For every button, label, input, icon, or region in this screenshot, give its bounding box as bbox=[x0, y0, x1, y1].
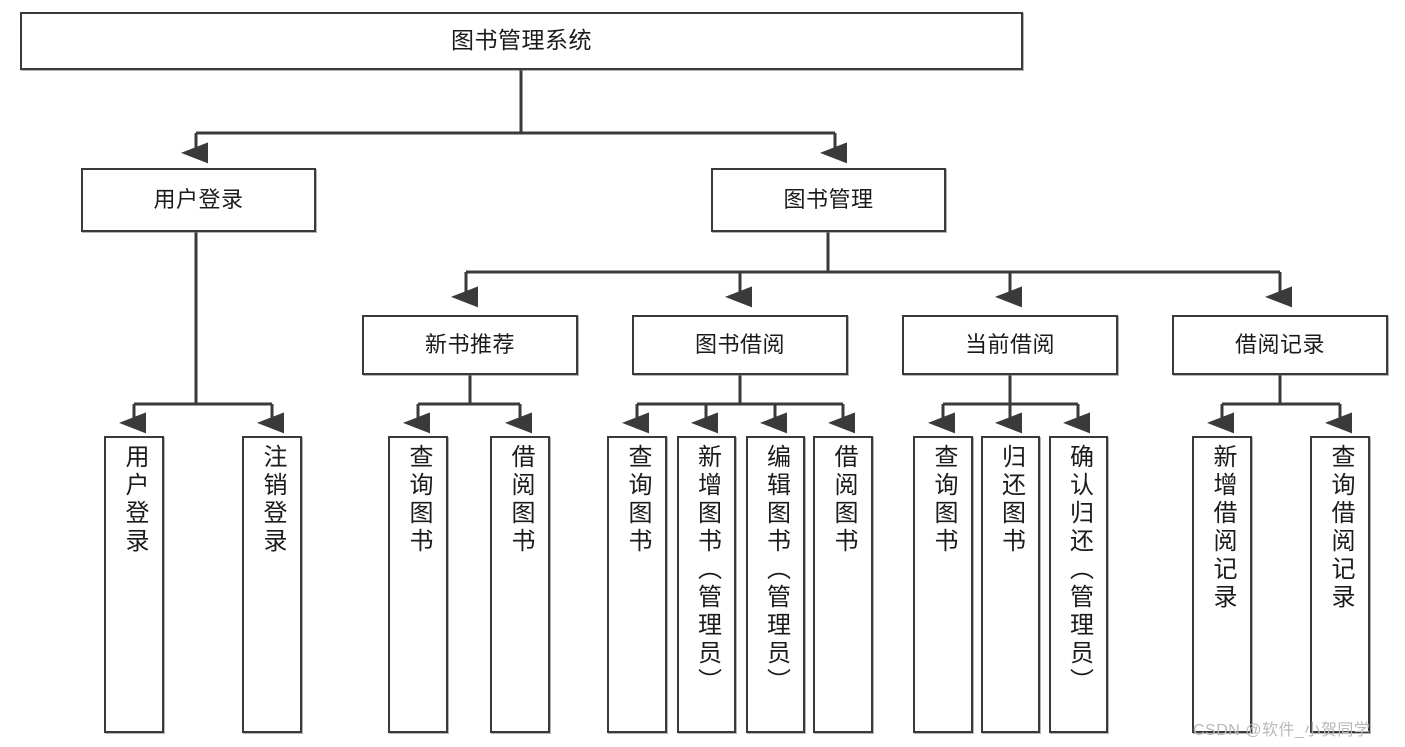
node-leaf-return-book-label: 归还图书 bbox=[997, 444, 1025, 556]
node-root[interactable]: 图书管理系统 bbox=[20, 12, 1023, 70]
node-leaf-confirm-return-label: 确认归还（管理员） bbox=[1065, 444, 1093, 696]
node-borrow-record-label: 借阅记录 bbox=[1234, 331, 1325, 357]
node-leaf-add-record[interactable]: 新增借阅记录 bbox=[1192, 436, 1252, 733]
node-book-borrow-label: 图书借阅 bbox=[694, 331, 785, 357]
node-leaf-query-record-label: 查询借阅记录 bbox=[1327, 444, 1354, 612]
node-leaf-borrow-book-1-label: 借阅图书 bbox=[507, 444, 534, 556]
node-leaf-edit-book[interactable]: 编辑图书（管理员） bbox=[746, 436, 805, 733]
node-user-login[interactable]: 用户登录 bbox=[81, 168, 316, 232]
node-book-management-label: 图书管理 bbox=[783, 186, 874, 212]
node-leaf-add-record-label: 新增借阅记录 bbox=[1209, 444, 1236, 612]
node-leaf-confirm-return[interactable]: 确认归还（管理员） bbox=[1049, 436, 1108, 733]
csdn-watermark: CSDN @软件_小贺同学 bbox=[1193, 722, 1371, 739]
node-leaf-user-login-label: 用户登录 bbox=[121, 444, 148, 556]
node-new-book-recommend-label: 新书推荐 bbox=[424, 331, 515, 357]
node-leaf-query-book-2-label: 查询图书 bbox=[624, 444, 651, 556]
node-leaf-borrow-book-1[interactable]: 借阅图书 bbox=[490, 436, 550, 733]
node-leaf-query-book-1-label: 查询图书 bbox=[405, 444, 432, 556]
node-leaf-borrow-book-2-label: 借阅图书 bbox=[830, 444, 857, 556]
node-leaf-query-book-3-label: 查询图书 bbox=[930, 444, 957, 556]
node-leaf-add-book-label: 新增图书（管理员） bbox=[693, 444, 721, 696]
node-leaf-query-book-2[interactable]: 查询图书 bbox=[607, 436, 667, 733]
node-current-borrow[interactable]: 当前借阅 bbox=[902, 315, 1118, 375]
node-root-label: 图书管理系统 bbox=[451, 27, 592, 54]
node-leaf-user-logout[interactable]: 注销登录 bbox=[242, 436, 302, 733]
node-borrow-record[interactable]: 借阅记录 bbox=[1172, 315, 1388, 375]
node-book-borrow[interactable]: 图书借阅 bbox=[632, 315, 848, 375]
node-leaf-return-book[interactable]: 归还图书 bbox=[981, 436, 1040, 733]
node-leaf-user-logout-label: 注销登录 bbox=[259, 444, 286, 556]
node-leaf-query-book-1[interactable]: 查询图书 bbox=[388, 436, 448, 733]
node-leaf-edit-book-label: 编辑图书（管理员） bbox=[762, 444, 790, 696]
node-leaf-query-record[interactable]: 查询借阅记录 bbox=[1310, 436, 1370, 733]
node-leaf-user-login[interactable]: 用户登录 bbox=[104, 436, 164, 733]
node-book-management[interactable]: 图书管理 bbox=[711, 168, 946, 232]
node-leaf-add-book[interactable]: 新增图书（管理员） bbox=[677, 436, 736, 733]
node-new-book-recommend[interactable]: 新书推荐 bbox=[362, 315, 578, 375]
node-user-login-label: 用户登录 bbox=[153, 186, 244, 212]
node-current-borrow-label: 当前借阅 bbox=[964, 331, 1055, 357]
node-leaf-query-book-3[interactable]: 查询图书 bbox=[913, 436, 973, 733]
node-leaf-borrow-book-2[interactable]: 借阅图书 bbox=[813, 436, 873, 733]
